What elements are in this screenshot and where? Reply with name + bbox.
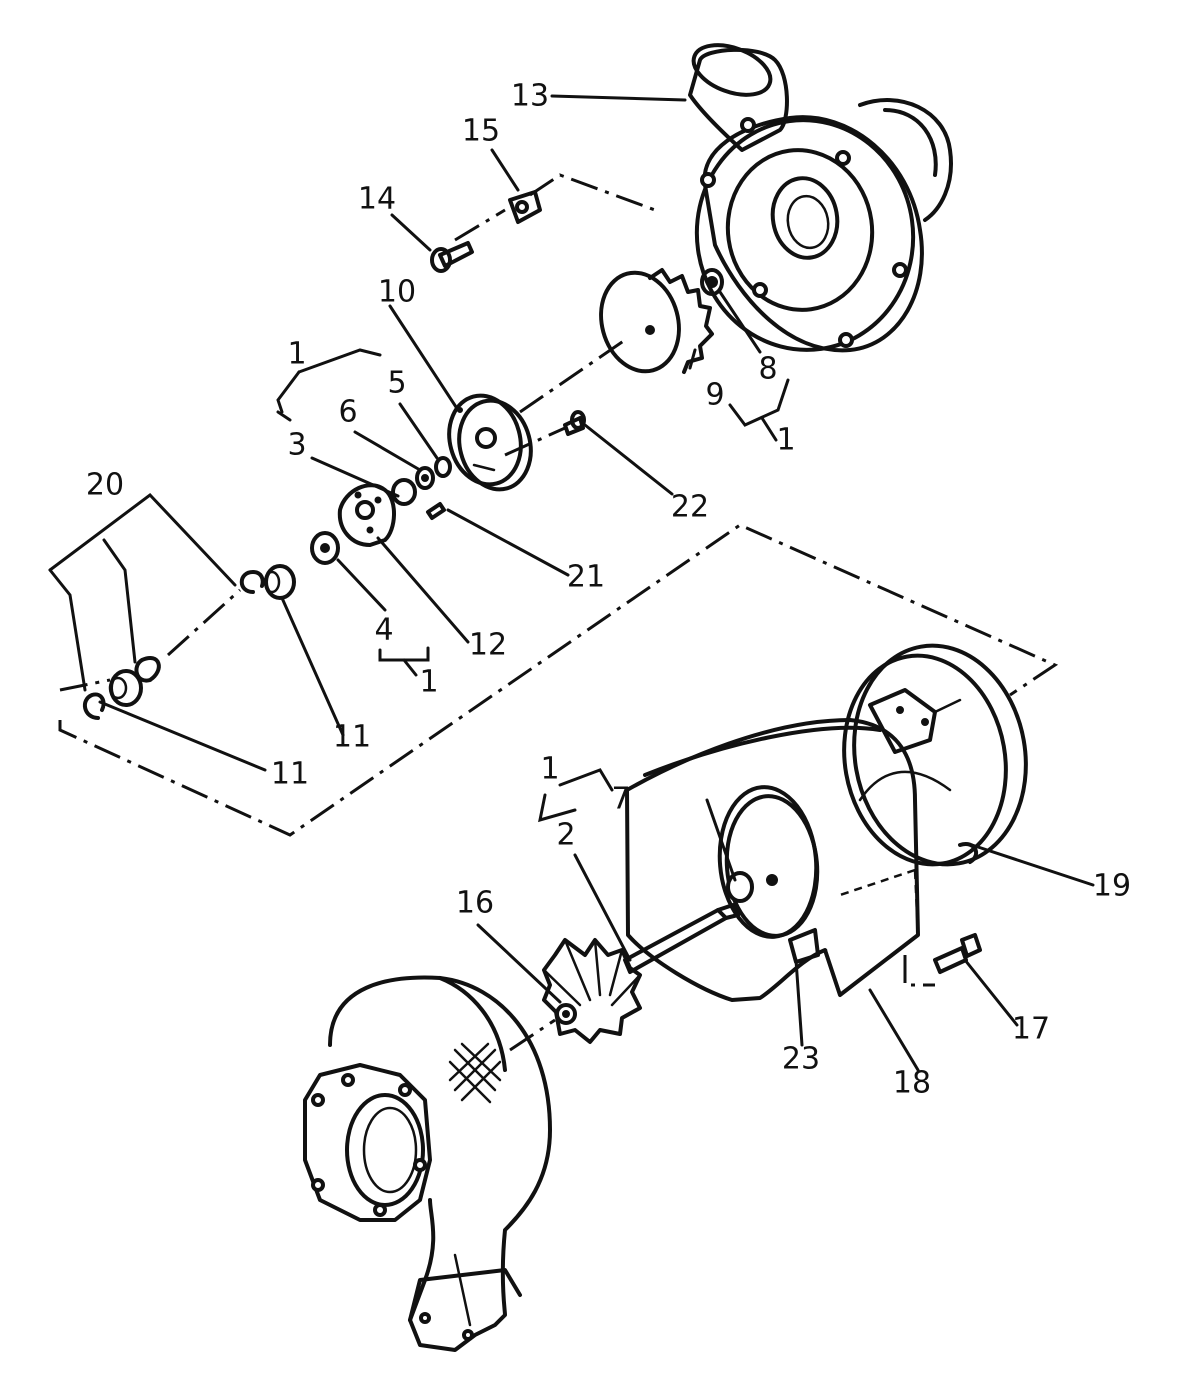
label-1-upper: 1	[287, 337, 306, 372]
label-11-lower: 11	[271, 757, 309, 792]
heat-shield-18	[625, 718, 920, 1002]
ring-5	[434, 456, 452, 478]
thrust-collar-4	[310, 531, 340, 565]
screw-21	[426, 502, 446, 520]
bolt-17	[933, 933, 982, 974]
screw-22	[563, 410, 586, 436]
label-8: 8	[758, 352, 777, 387]
circlip-20-upper	[239, 570, 265, 594]
turbine-housing-16	[303, 975, 552, 1352]
label-21: 21	[567, 560, 605, 595]
nut-8	[700, 268, 724, 296]
bearing-11-upper	[263, 564, 296, 600]
compressor-wheel-9	[599, 268, 714, 374]
compressor-housing	[688, 43, 953, 353]
bearing-11-lower	[108, 669, 143, 707]
label-19: 19	[1093, 869, 1131, 904]
turbine-wheel-shaft-2	[542, 903, 740, 1044]
label-5: 5	[387, 366, 406, 401]
label-15: 15	[462, 114, 500, 149]
clamp-plate-15	[508, 190, 542, 224]
label-22: 22	[671, 490, 709, 525]
center-housing-19	[842, 643, 1028, 867]
label-13: 13	[511, 79, 549, 114]
backplate-23	[717, 785, 820, 964]
label-6: 6	[338, 395, 357, 430]
assembly-lines	[58, 173, 1059, 1052]
bolt-14	[430, 241, 474, 273]
label-18: 18	[893, 1066, 931, 1101]
label-2: 2	[556, 818, 575, 853]
sleeve-3	[391, 478, 417, 506]
label-16: 16	[456, 886, 494, 921]
seal-plate-10	[447, 393, 533, 492]
callout-labels: 13 15 14 10 1 5 6 3 9 8 1 22 20 21 4 12 …	[86, 79, 1131, 1101]
circlip-20-lower-b	[82, 692, 106, 720]
label-20: 20	[86, 468, 124, 503]
label-1-middle: 1	[419, 665, 438, 700]
label-3: 3	[287, 428, 306, 463]
label-17: 17	[1012, 1012, 1050, 1047]
label-14: 14	[358, 182, 396, 217]
group-brackets	[48, 348, 790, 823]
circlip-20-lower-a	[134, 656, 161, 683]
label-1-right: 1	[776, 423, 795, 458]
label-1-lower: 1	[540, 752, 559, 787]
thrust-plate-12	[337, 483, 396, 547]
label-23: 23	[782, 1042, 820, 1077]
label-4: 4	[374, 613, 393, 648]
label-12: 12	[469, 628, 507, 663]
leader-lines	[98, 94, 1095, 1072]
label-11-upper: 11	[333, 720, 371, 755]
label-9: 9	[705, 378, 724, 413]
ring-6	[415, 466, 435, 490]
label-7: 7	[611, 782, 630, 817]
label-10: 10	[378, 275, 416, 310]
